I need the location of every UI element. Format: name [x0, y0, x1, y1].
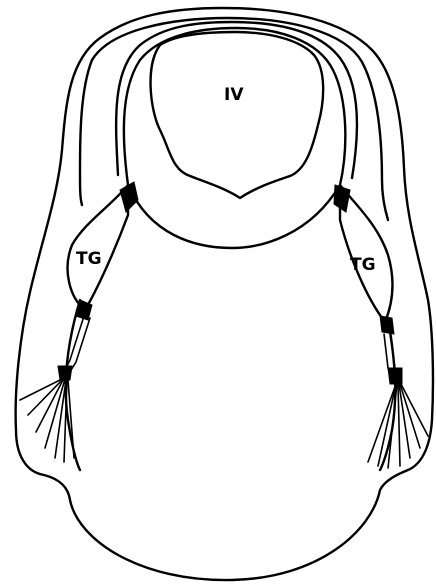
left-nerve-branches: [20, 378, 74, 462]
fourth-ventricle-outline: [151, 32, 324, 198]
inner-shell-outline-left: [80, 60, 92, 205]
label-fourth-ventricle: IV: [224, 85, 244, 105]
right-nerve-branches: [368, 384, 428, 468]
right-root-entry: [334, 185, 350, 212]
label-right-ganglion: TG: [350, 255, 376, 275]
left-root-entry: [120, 182, 138, 212]
right-ganglion-exit: [380, 316, 394, 334]
label-left-ganglion: TG: [76, 249, 102, 269]
left-ganglion-outline: [68, 185, 128, 310]
brainstem-ring: [124, 28, 345, 248]
left-nerve-node: [58, 366, 72, 380]
right-nerve-node: [388, 368, 402, 384]
